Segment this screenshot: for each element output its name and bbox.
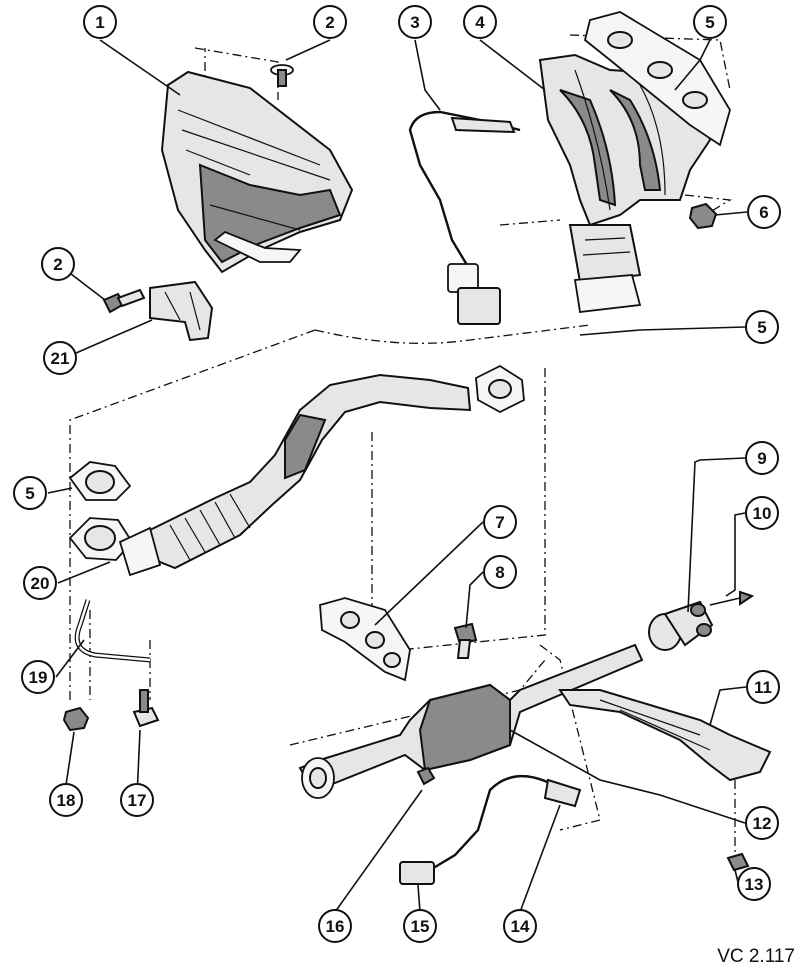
callout-number: 1	[95, 13, 104, 32]
callout-5: 5	[745, 310, 779, 344]
manifold-gasket-top	[583, 11, 731, 147]
callout-number: 2	[325, 13, 334, 32]
callout-number: 16	[326, 917, 345, 936]
callout-number: 19	[29, 668, 48, 687]
callout-15: 15	[403, 909, 437, 943]
figure-reference-code: VC 2.117	[717, 946, 795, 967]
callout-ring	[737, 867, 771, 901]
manifold-bracket	[149, 280, 214, 342]
callout-number: 21	[51, 349, 70, 368]
callout-ring	[745, 806, 779, 840]
callout-8: 8	[483, 555, 517, 589]
callout-ring	[41, 247, 75, 281]
callout-16: 16	[318, 909, 352, 943]
callout-11: 11	[746, 670, 780, 704]
secondary-pipe	[74, 599, 151, 663]
callout-ring	[403, 909, 437, 943]
bracket-nut	[726, 852, 750, 872]
callout-number: 13	[745, 875, 764, 894]
callout-ring	[313, 5, 347, 39]
callout-number: 5	[757, 318, 766, 337]
callout-number: 15	[411, 917, 430, 936]
front-pipe-catalyst	[118, 373, 472, 577]
callout-number: 14	[511, 917, 530, 936]
silencer-bracket	[558, 689, 772, 782]
callout-number: 7	[495, 513, 504, 532]
callout-ring	[49, 783, 83, 817]
callout-ring	[120, 783, 154, 817]
callout-ring	[745, 441, 779, 475]
callout-2: 2	[313, 5, 347, 39]
pipe-nut	[62, 706, 90, 732]
callout-number: 9	[757, 449, 766, 468]
callout-3: 3	[398, 5, 432, 39]
callout-5: 5	[13, 476, 47, 510]
callout-number: 2	[53, 255, 62, 274]
callout-20: 20	[23, 566, 57, 600]
callout-number: 5	[705, 13, 714, 32]
callout-number: 20	[31, 574, 50, 593]
callout-number: 8	[495, 563, 504, 582]
callout-number: 6	[759, 203, 768, 222]
shield-bolt-left	[102, 288, 146, 314]
callout-ring	[23, 566, 57, 600]
callout-number: 18	[57, 791, 76, 810]
callout-ring	[747, 195, 781, 229]
heat-shield	[160, 70, 354, 274]
callout-number: 10	[753, 504, 772, 523]
lower-oxygen-sensor	[399, 775, 582, 885]
tail-arrow	[709, 590, 755, 606]
callout-ring	[503, 909, 537, 943]
callout-number: 12	[753, 814, 772, 833]
callout-ring	[83, 5, 117, 39]
callout-14: 14	[503, 909, 537, 943]
callout-ring	[483, 555, 517, 589]
callout-1: 1	[83, 5, 117, 39]
centre-silencer	[298, 643, 644, 799]
callout-ring	[693, 5, 727, 39]
callout-ring	[746, 670, 780, 704]
callout-number: 3	[410, 13, 419, 32]
callout-ring	[398, 5, 432, 39]
callout-ring	[13, 476, 47, 510]
pipe-bolt	[132, 689, 160, 728]
callout-17: 17	[120, 783, 154, 817]
callout-ring	[745, 496, 779, 530]
gasket-bolt	[453, 622, 478, 659]
callout-12: 12	[745, 806, 779, 840]
flange-gasket-left-lower	[68, 517, 134, 561]
manifold-nut	[688, 202, 718, 230]
callout-number: 11	[754, 678, 772, 697]
callout-21: 21	[43, 341, 77, 375]
callout-ring	[21, 660, 55, 694]
callout-2: 2	[41, 247, 75, 281]
callout-ring	[463, 5, 497, 39]
callout-number: 5	[25, 484, 34, 503]
pipe-clamp	[648, 600, 714, 651]
callout-ring	[483, 505, 517, 539]
flange-gasket-left-upper	[68, 461, 132, 501]
callout-number: 17	[128, 791, 147, 810]
callout-9: 9	[745, 441, 779, 475]
callout-5: 5	[693, 5, 727, 39]
silencer-nut	[416, 766, 436, 786]
callout-ring	[318, 909, 352, 943]
callout-number: 4	[475, 13, 485, 32]
shield-bolt-top	[270, 64, 294, 87]
callout-6: 6	[747, 195, 781, 229]
callout-13: 13	[737, 867, 771, 901]
callout-4: 4	[463, 5, 497, 39]
callout-19: 19	[21, 660, 55, 694]
callout-10: 10	[745, 496, 779, 530]
callout-18: 18	[49, 783, 83, 817]
callout-7: 7	[483, 505, 517, 539]
upper-oxygen-sensor	[408, 110, 521, 325]
callout-ring	[745, 310, 779, 344]
exhaust-gasket-plate	[319, 597, 411, 682]
flange-gasket-mid	[475, 364, 525, 414]
callout-ring	[43, 341, 77, 375]
